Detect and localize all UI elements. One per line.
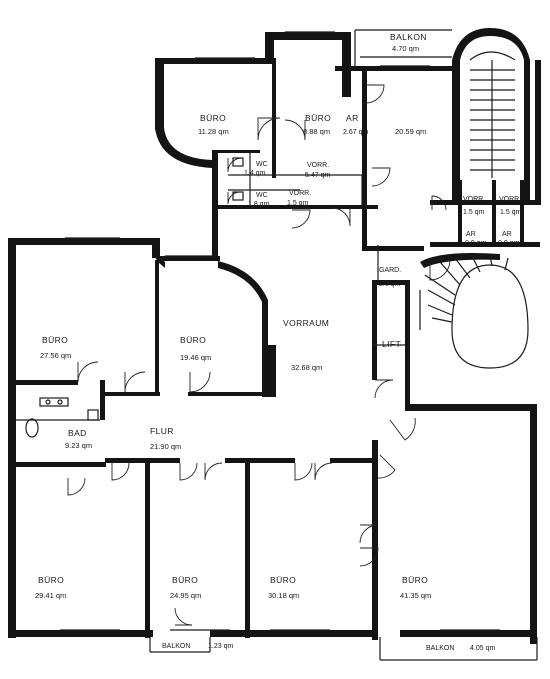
stairs-top [469, 51, 516, 178]
room-area-buero-mid: 19.46 qm [180, 353, 211, 362]
room-area-vorr-1: 5.47 qm [305, 172, 330, 179]
room-name-gard: GARD. [379, 267, 401, 274]
stairs-bottom [424, 254, 529, 369]
room-name-balkon-top: BALKON [390, 32, 427, 42]
room-name-balkon-bot-2: BALKON [426, 645, 454, 652]
room-area-vorr-3: 1.5 qm [463, 209, 485, 216]
room-area-buero-mid-left: 27.56 qm [40, 351, 71, 360]
room-name-vorr-4: VORR. [499, 196, 521, 203]
room-name-buero-top-mid: BÜRO [305, 113, 331, 123]
room-name-vorraum: VORRAUM [283, 318, 329, 328]
room-name-buero-bot-2: BÜRO [172, 575, 198, 585]
room-area-buero-top-left: 11.28 qm [198, 127, 229, 136]
room-area-flur: 21.90 qm [150, 442, 181, 451]
room-area-ar-top: 2.67 qm [343, 129, 368, 136]
room-name-buero-bot-4: BÜRO [402, 575, 428, 585]
room-area-wc-1: 1.4 qm [244, 170, 266, 177]
room-area-vorraum: 32.68 qm [291, 363, 322, 372]
room-name-buero-mid: BÜRO [180, 335, 206, 345]
room-name-buero-bot-1: BÜRO [38, 575, 64, 585]
room-name-wc-2: WC [256, 192, 268, 199]
room-name-vorr-1: VORR. [307, 162, 329, 169]
room-area-buero-bot-1: 29.41 qm [35, 591, 66, 600]
room-name-ar-top: AR [346, 113, 359, 123]
room-labels: BÜRO 11.28 qm BÜRO 8.88 qm AR 2.67 qm 20… [35, 32, 522, 652]
room-name-vorr-3: VORR. [463, 196, 485, 203]
room-area-balkon-bot-2: 4.05 qm [470, 645, 495, 652]
room-name-buero-top-left: BÜRO [200, 113, 226, 123]
fixtures [25, 157, 244, 438]
doors [67, 84, 451, 626]
room-name-ar-3: AR [502, 231, 512, 238]
room-area-top-right: 20.59 qm [395, 127, 426, 136]
room-name-bad: BAD [68, 428, 87, 438]
room-name-buero-bot-3: BÜRO [270, 575, 296, 585]
room-area-bad: 9.23 qm [65, 441, 92, 450]
room-name-lift: LIFT [382, 339, 401, 349]
room-area-vorr-4: 1.5 qm [500, 209, 522, 216]
room-name-buero-mid-left: BÜRO [42, 335, 68, 345]
room-area-balkon-top: 4.70 qm [392, 44, 419, 53]
walls [8, 28, 541, 644]
room-area-wc-2: 1.8 qm [248, 201, 270, 208]
room-area-ar-3: 0.9 qm [498, 240, 520, 247]
room-name-wc-1: WC [256, 161, 268, 168]
room-name-balkon-bot-1: BALKON [162, 643, 190, 650]
room-area-ar-2: 0.9 qm [465, 240, 487, 247]
room-name-flur: FLUR [150, 426, 174, 436]
room-name-vorr-2: VORR. [289, 190, 311, 197]
room-area-buero-bot-3: 30.18 qm [268, 591, 299, 600]
room-area-balkon-bot-1: 1.23 qm [208, 643, 233, 650]
room-area-vorr-2: 1.5 qm [287, 200, 309, 207]
room-area-buero-top-mid: 8.88 qm [303, 127, 330, 136]
room-name-ar-2: AR [466, 231, 476, 238]
room-area-buero-bot-4: 41.35 qm [400, 591, 431, 600]
room-area-gard: 2.6 qm [379, 281, 401, 288]
room-area-buero-bot-2: 24.95 qm [170, 591, 201, 600]
